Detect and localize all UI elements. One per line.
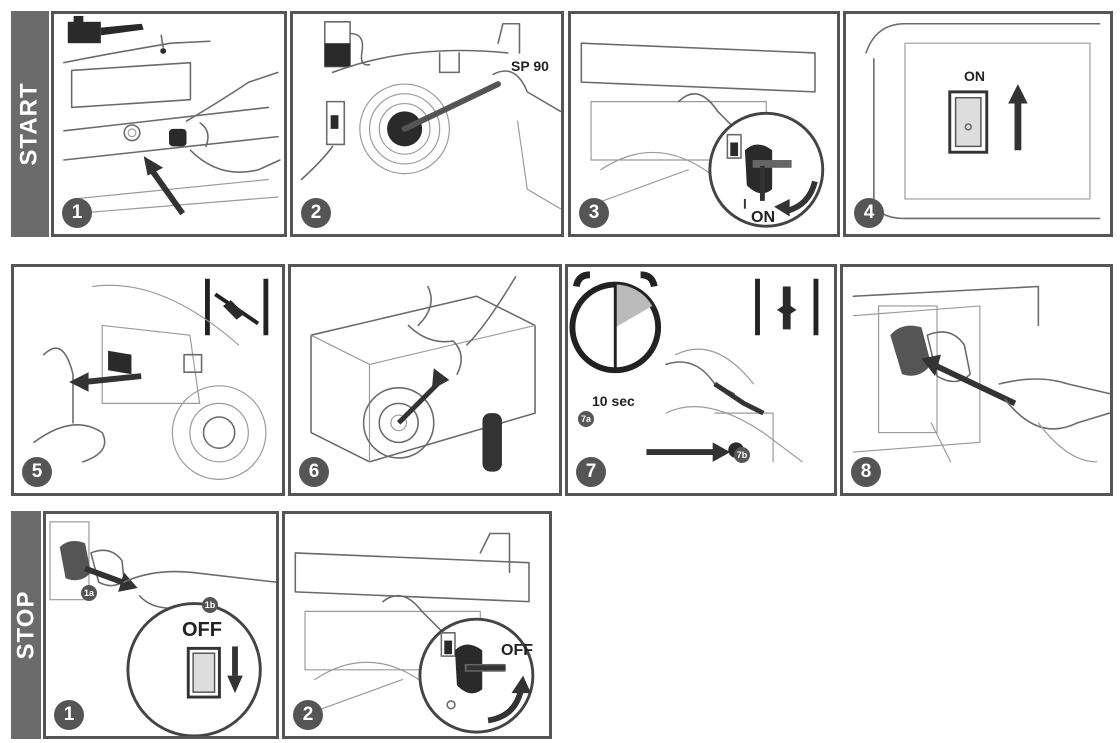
fuel-valve-off-label: OFF bbox=[501, 642, 533, 659]
step-number-badge: 4 bbox=[854, 198, 884, 228]
fuel-fill-illustration bbox=[300, 21, 561, 210]
sub-step-badge-1b: 1b bbox=[202, 597, 218, 613]
step-number-badge: 1 bbox=[62, 198, 92, 228]
oil-fill-illustration bbox=[63, 15, 281, 216]
stop-step-2-panel: OFF 2 bbox=[282, 511, 552, 739]
start-step-6-panel: 6 bbox=[288, 264, 562, 496]
stop-step-1-panel: OFF 1a 1b 1 bbox=[43, 511, 279, 739]
step-number-badge: 7 bbox=[576, 457, 606, 487]
stop-section-bar: STOP bbox=[11, 511, 41, 739]
step-number-badge: 3 bbox=[579, 198, 609, 228]
stop-section-label: STOP bbox=[12, 590, 40, 660]
sub-step-badge-7a: 7a bbox=[578, 411, 594, 427]
sub-step-badge-7b: 7b bbox=[734, 447, 750, 463]
step-number-badge: 5 bbox=[22, 457, 52, 487]
sub-step-badge-1a: 1a bbox=[81, 585, 97, 601]
power-switch-on-label: ON bbox=[964, 68, 985, 84]
start-step-4-panel: ON 4 bbox=[843, 11, 1113, 237]
start-step-1-panel: 1 bbox=[51, 11, 287, 237]
fuel-valve-off-illustration bbox=[294, 532, 535, 734]
start-section-label: START bbox=[16, 82, 43, 166]
fuel-grade-label: SP 90 bbox=[511, 58, 549, 74]
timer-choke-illustration bbox=[569, 271, 819, 463]
step-number-badge: 6 bbox=[299, 457, 329, 487]
power-switch-on-illustration bbox=[865, 22, 1101, 220]
step-number-badge: 2 bbox=[293, 700, 323, 730]
fuel-valve-on-label: ON bbox=[751, 209, 775, 226]
start-step-8-panel: 8 bbox=[840, 264, 1113, 496]
fuel-valve-on-illustration bbox=[580, 42, 825, 228]
recoil-starter-illustration bbox=[310, 275, 536, 472]
start-step-3-panel: ON 3 bbox=[568, 11, 840, 237]
unplug-switch-off-illustration bbox=[49, 521, 276, 736]
choke-lever-illustration bbox=[33, 278, 269, 480]
start-step-2-panel: SP 90 2 bbox=[290, 11, 564, 237]
step-number-badge: 8 bbox=[851, 457, 881, 487]
step-number-badge: 1 bbox=[54, 700, 84, 730]
power-switch-off-label: OFF bbox=[182, 619, 222, 641]
start-section-bar: START bbox=[11, 11, 49, 237]
start-step-7-panel: 10 sec 7a 7b 7 bbox=[565, 264, 837, 496]
timer-duration-label: 10 sec bbox=[592, 393, 635, 409]
step-number-badge: 2 bbox=[301, 198, 331, 228]
start-step-5-panel: 5 bbox=[11, 264, 285, 496]
plug-in-illustration bbox=[852, 285, 1110, 463]
